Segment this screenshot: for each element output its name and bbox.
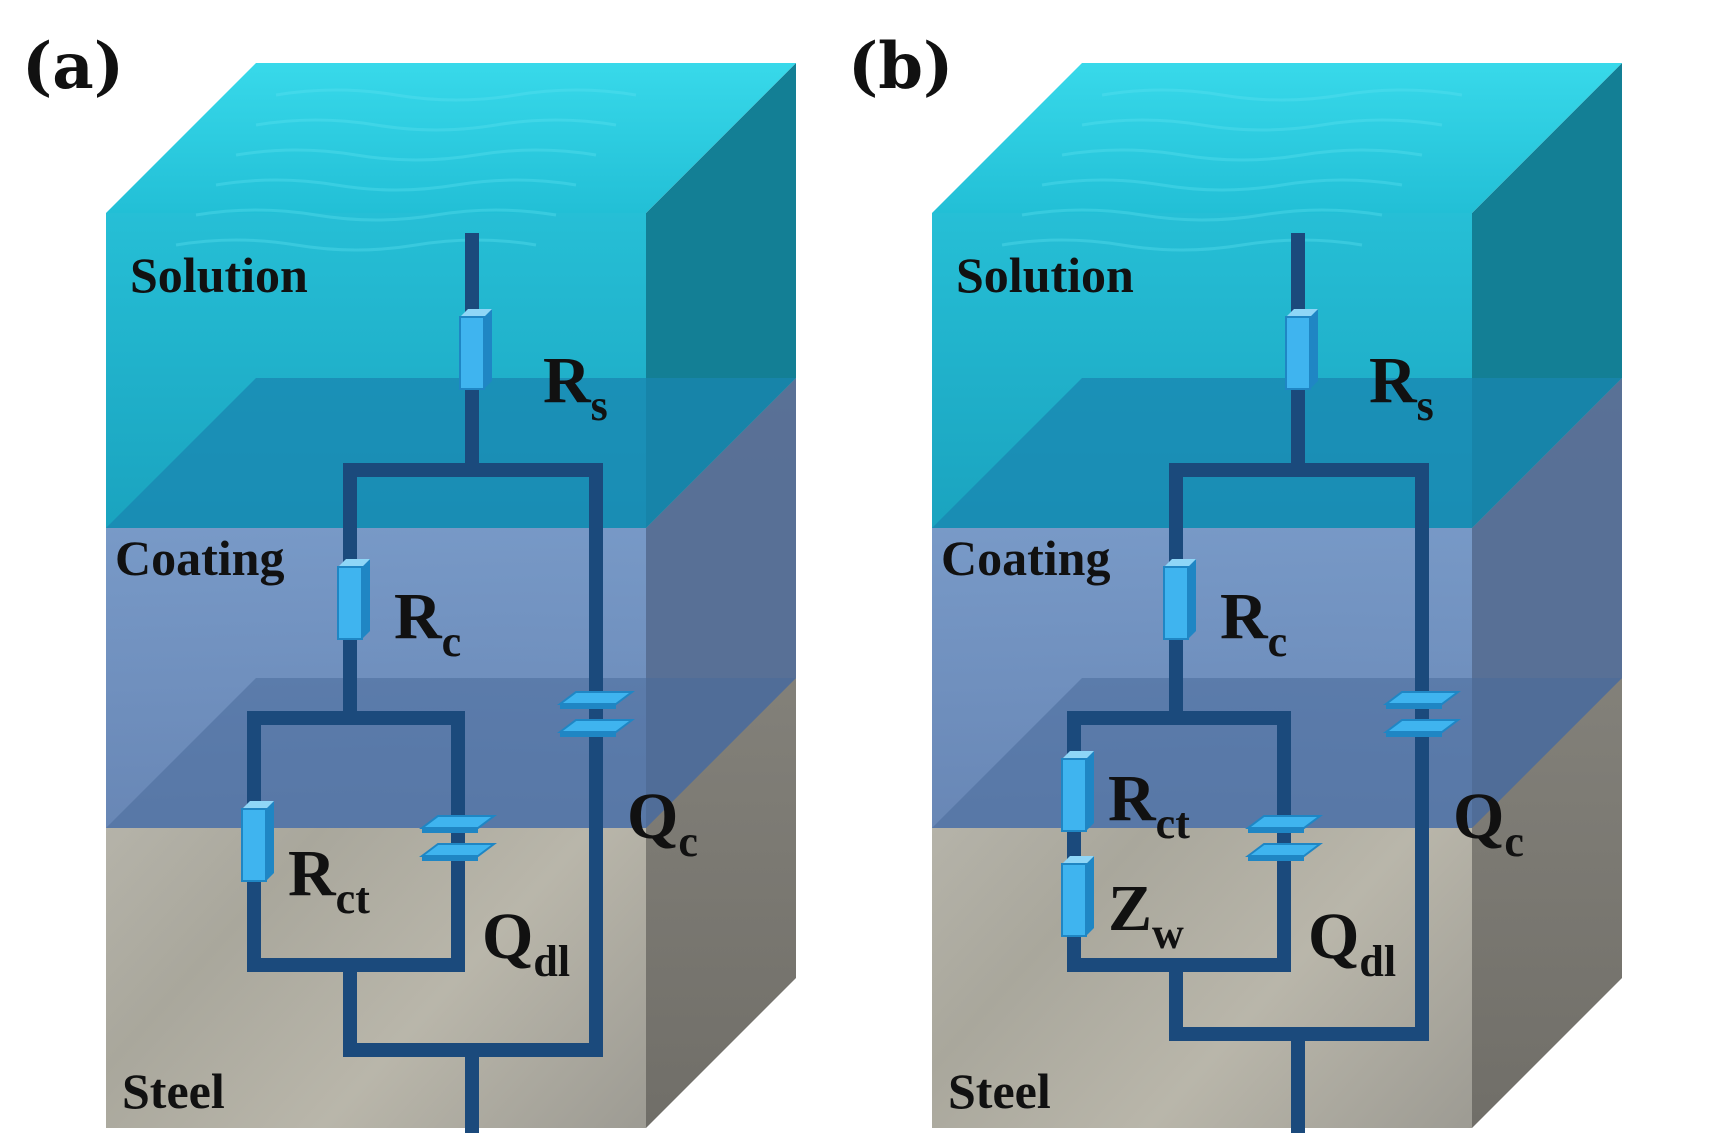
panel-a-rct-label: Rct — [288, 837, 370, 923]
panel-b-rs-resistor-body — [1285, 316, 1311, 390]
panel-b-qdl-capacitor-plate-top-edge — [1248, 828, 1304, 833]
panel-b-qdl-capacitor-plate-bottom-edge — [1248, 856, 1304, 861]
panel-a-steel-label: Steel — [122, 1063, 225, 1119]
panel-b-wave — [1081, 118, 1443, 132]
panel-b-qc-capacitor-plate-top-edge — [1386, 704, 1442, 709]
panel-b-wave — [1061, 148, 1423, 162]
panel-a-rc-resistor-top — [338, 559, 370, 567]
panel-a-rs-label-sub: s — [591, 381, 608, 430]
panel-b-rs-label-main: R — [1369, 344, 1418, 417]
panel-b-zw-resistor-top — [1062, 856, 1094, 864]
panel-b-zw-label: Zw — [1108, 872, 1184, 958]
panel-b-rc-resistor — [1163, 559, 1196, 640]
panel-b-qdl-capacitor — [1245, 815, 1323, 861]
panel-b-rs-label: Rs — [1369, 344, 1434, 430]
panel-a-rc-label: Rc — [394, 580, 461, 666]
panel-b-steel-label: Steel — [948, 1063, 1051, 1119]
panel-a-wave — [195, 208, 557, 222]
panel-a-rct-label-sub: ct — [336, 874, 371, 923]
panel-b-rct-resistor — [1061, 751, 1094, 832]
panel-b-zw-resistor — [1061, 856, 1094, 937]
panel-a-rs-resistor — [459, 309, 492, 390]
panel-b-qc-label-main: Q — [1453, 780, 1504, 853]
panel-a-rct-resistor-body — [241, 808, 267, 882]
panel-a-qc-label: Qc — [627, 780, 698, 866]
panel-a-rs-resistor-side — [484, 309, 492, 389]
panel-a-rs-label-main: R — [543, 344, 592, 417]
panel-b-rc-label: Rc — [1220, 580, 1287, 666]
panel-b-solution-plane — [932, 378, 1622, 528]
panel-b-rct-resistor-body — [1061, 758, 1087, 832]
panel-a-coating-label: Coating — [115, 530, 284, 586]
panel-b-qc-capacitor — [1383, 691, 1461, 737]
panel-b-rct-resistor-side — [1086, 751, 1094, 831]
panel-b-qc-label-sub: c — [1504, 817, 1524, 866]
panel-a-rc-resistor-body — [337, 566, 363, 640]
panel-a-qdl-capacitor — [419, 815, 497, 861]
panel-b-qdl-label-main: Q — [1308, 900, 1359, 973]
panel-a-rct-label-main: R — [288, 837, 337, 910]
panel-b-qdl-label-sub: dl — [1359, 937, 1396, 986]
panel-b-wave — [1101, 88, 1463, 102]
panel-b-rs-resistor — [1285, 309, 1318, 390]
panel-b-zw-resistor-body — [1061, 863, 1087, 937]
panel-b-rct-label-sub: ct — [1156, 799, 1191, 848]
panel-b-solution-label: Solution — [956, 247, 1134, 303]
panel-b-rc-label-main: R — [1220, 580, 1269, 653]
panel-b-zw-label-sub: w — [1152, 909, 1184, 958]
panel-a-rct-resistor-side — [266, 801, 274, 881]
panel-b-rct-label: Rct — [1108, 762, 1190, 848]
panel-b-rs-label-sub: s — [1417, 381, 1434, 430]
panel-a-qdl-capacitor-plate-top-edge — [422, 828, 478, 833]
panel-a-wave — [255, 118, 617, 132]
panel-a-qc-capacitor-plate-bottom-edge — [560, 732, 616, 737]
panel-a-rs-label: Rs — [543, 344, 608, 430]
panel-b-qc-capacitor-plate-bottom-edge — [1386, 732, 1442, 737]
panel-a-wave — [235, 148, 597, 162]
panel-a-qdl-label: Qdl — [482, 900, 570, 986]
panel-a-solution-label: Solution — [130, 247, 308, 303]
panel-b-zw-resistor-side — [1086, 856, 1094, 936]
panel-a-qdl-label-sub: dl — [533, 937, 570, 986]
panel-a-solution-top — [106, 63, 796, 213]
panel-b-rc-label-sub: c — [1268, 617, 1288, 666]
panel-a-qc-capacitor-plate-top-edge — [560, 704, 616, 709]
panel-b-rct-label-main: R — [1108, 762, 1157, 835]
panel-a-rc-resistor-side — [362, 559, 370, 639]
panel-a-rs-resistor-body — [459, 316, 485, 390]
panel-b-coating-label: Coating — [941, 530, 1110, 586]
panel-a-rc-resistor — [337, 559, 370, 640]
panel-a-qdl-label-main: Q — [482, 900, 533, 973]
panel-a-rc-label-main: R — [394, 580, 443, 653]
panel-a-qc-label-main: Q — [627, 780, 678, 853]
panel-a-rct-resistor — [241, 801, 274, 882]
panel-a-label: (a) — [22, 29, 124, 104]
panel-b-solution-top — [932, 63, 1622, 213]
panel-a-qdl-capacitor-plate-bottom-edge — [422, 856, 478, 861]
panel-b-rc-resistor-side — [1188, 559, 1196, 639]
panel-a-qc-capacitor — [557, 691, 635, 737]
panel-b-wave — [1021, 208, 1383, 222]
panel-a-solution-plane — [106, 378, 796, 528]
panel-a-wave — [215, 178, 577, 192]
panel-b-rct-resistor-top — [1062, 751, 1094, 759]
panel-a-rct-resistor-top — [242, 801, 274, 809]
panel-a-wave — [275, 88, 637, 102]
panel-b-zw-label-main: Z — [1108, 872, 1152, 945]
panel-a-qc-label-sub: c — [678, 817, 698, 866]
panel-b-rs-resistor-top — [1286, 309, 1318, 317]
panel-b-wave — [1041, 178, 1403, 192]
panel-a-rc-label-sub: c — [442, 617, 462, 666]
panel-a-rs-resistor-top — [460, 309, 492, 317]
panel-b-qc-label: Qc — [1453, 780, 1524, 866]
panel-b-rs-resistor-side — [1310, 309, 1318, 389]
panel-b-label: (b) — [848, 29, 953, 104]
panel-b-qdl-label: Qdl — [1308, 900, 1396, 986]
panel-b-rc-resistor-top — [1164, 559, 1196, 567]
panel-b-rc-resistor-body — [1163, 566, 1189, 640]
